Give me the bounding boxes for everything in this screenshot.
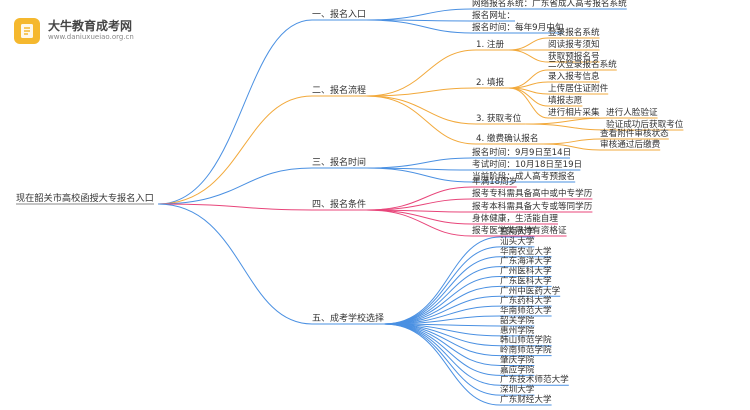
root-topic: 现在韶关市高校函授大专报名入口 — [16, 192, 154, 204]
branch-2-item: 3. 获取考位 — [476, 112, 522, 124]
step-2-sub-item: 进行相片采集 — [548, 106, 600, 118]
branch-connector-5 — [157, 203, 313, 325]
branch-5-item: 广州中医药大学 — [500, 284, 561, 296]
brand-logo: 大牛教育成考网 www.daniuxueiao.org.cn — [14, 16, 184, 46]
branch-1-item: 网络报名系统：广东省成人高考报名系统 — [472, 0, 627, 9]
branch-4-child-connector — [365, 209, 473, 237]
branch-4-item: 报考专科需具备高中或中专学历 — [472, 187, 593, 199]
branch-5-child-connector — [383, 323, 501, 396]
step-2-sub-item: 填报志愿 — [548, 94, 583, 106]
branch-5-item: 嘉应学院 — [500, 363, 535, 375]
branch-5-item: 广州医科大学 — [500, 265, 552, 277]
step-3-sub-item: 进行人脸验证 — [606, 106, 658, 118]
step-2-sub-item: 二次登录报名系统 — [548, 58, 617, 70]
branch-2-child-connector — [365, 95, 477, 145]
branch-connector-4 — [157, 203, 313, 211]
branch-2-item: 1. 注册 — [476, 38, 505, 50]
branch-1-item: 报名时间：每年9月中旬 — [472, 21, 564, 33]
step-1-sub-connector — [508, 37, 549, 51]
branch-5-item: 肇庆学院 — [500, 353, 535, 365]
branch-5-child-connector — [383, 256, 501, 325]
step-2-sub-item: 上传居住证附件 — [548, 82, 609, 94]
step-2-sub-item: 录入报考信息 — [548, 70, 600, 82]
branch-5-item: 汕头大学 — [500, 235, 535, 247]
step-1-sub-item: 登录报名系统 — [548, 26, 600, 38]
branch-2-child-connector — [365, 95, 477, 125]
branch-1-item: 报名网址： — [472, 9, 515, 21]
branch-3-item: 考试时间：10月18日至19日 — [472, 158, 582, 170]
step-1-sub-item: 阅读报考须知 — [548, 38, 600, 50]
branch-5-item: 广东海洋大学 — [500, 255, 552, 267]
branch-5-item: 广东药科大学 — [500, 294, 552, 306]
branch-3-label: 三、报名时间 — [312, 156, 366, 168]
branch-5-item: 暨南大学 — [500, 225, 535, 237]
step-3-sub-item: 验证成功后获取考位 — [606, 118, 684, 130]
branch-1-label: 一、报名入口 — [312, 8, 366, 20]
branch-5-label: 五、成考学校选择 — [312, 312, 384, 324]
branch-2-label: 二、报名流程 — [312, 84, 366, 96]
branch-2-child-connector — [365, 49, 477, 97]
branch-3-item: 当前阶段：成人高考预报名 — [472, 170, 575, 182]
branch-5-item: 岭南师范学院 — [500, 344, 552, 356]
branch-connector-1 — [157, 19, 313, 205]
branch-1-child-connector — [365, 8, 473, 21]
book-icon — [14, 18, 40, 44]
branch-1-child-connector — [365, 19, 473, 34]
step-4-sub-connector — [543, 143, 601, 151]
step-1-sub-connector — [508, 49, 549, 63]
step-1-sub-item: 获取预报名号 — [548, 50, 600, 62]
branch-5-child-connector — [383, 295, 501, 325]
branch-2-item: 4. 缴费确认报名 — [476, 132, 539, 144]
step-3-sub-connector — [525, 123, 607, 131]
branch-4-child-connector — [365, 186, 473, 211]
branch-5-item: 惠州学院 — [500, 324, 535, 336]
branch-2-item: 2. 填报 — [476, 76, 505, 88]
branch-connector-3 — [157, 167, 313, 205]
branch-5-item: 韶关学院 — [500, 314, 535, 326]
branch-4-item: 年满18周岁 — [472, 175, 517, 187]
branch-4-item: 报考医学类需持有资格证 — [472, 224, 567, 236]
branch-5-item: 华南师范大学 — [500, 304, 552, 316]
branch-5-item: 广东技术师范大学 — [500, 373, 569, 385]
branch-5-child-connector — [383, 266, 501, 325]
branch-5-child-connector — [383, 323, 501, 406]
branch-2-child-connector — [365, 87, 477, 97]
step-4-sub-item: 审核通过后缴费 — [600, 138, 661, 150]
step-2-sub-connector — [508, 87, 549, 119]
branch-5-child-connector — [383, 246, 501, 325]
step-4-sub-item: 查看附件审核状态 — [600, 127, 669, 139]
branch-5-child-connector — [383, 276, 501, 325]
branch-4-label: 四、报名条件 — [312, 198, 366, 210]
step-4-sub-connector — [543, 138, 601, 145]
step-3-sub-connector — [525, 117, 607, 125]
branch-5-item: 深圳大学 — [500, 383, 535, 395]
branch-3-child-connector — [365, 167, 473, 183]
branch-4-item: 报考本科需具备大专或等同学历 — [472, 200, 593, 212]
branch-5-child-connector — [383, 285, 501, 325]
branch-5-item: 华南农业大学 — [500, 245, 552, 257]
branch-5-item: 广东财经大学 — [500, 393, 552, 405]
branch-3-child-connector — [365, 157, 473, 169]
brand-domain: www.daniuxueiao.org.cn — [48, 33, 134, 41]
branch-connector-2 — [157, 95, 313, 205]
branch-5-item: 广东医科大学 — [500, 274, 552, 286]
branch-5-item: 韩山师范学院 — [500, 334, 552, 346]
branch-4-item: 身体健康，生活能自理 — [472, 212, 558, 224]
branch-3-item: 报名时间：9月9日至14日 — [472, 146, 571, 158]
brand-name: 大牛教育成考网 — [48, 19, 133, 33]
